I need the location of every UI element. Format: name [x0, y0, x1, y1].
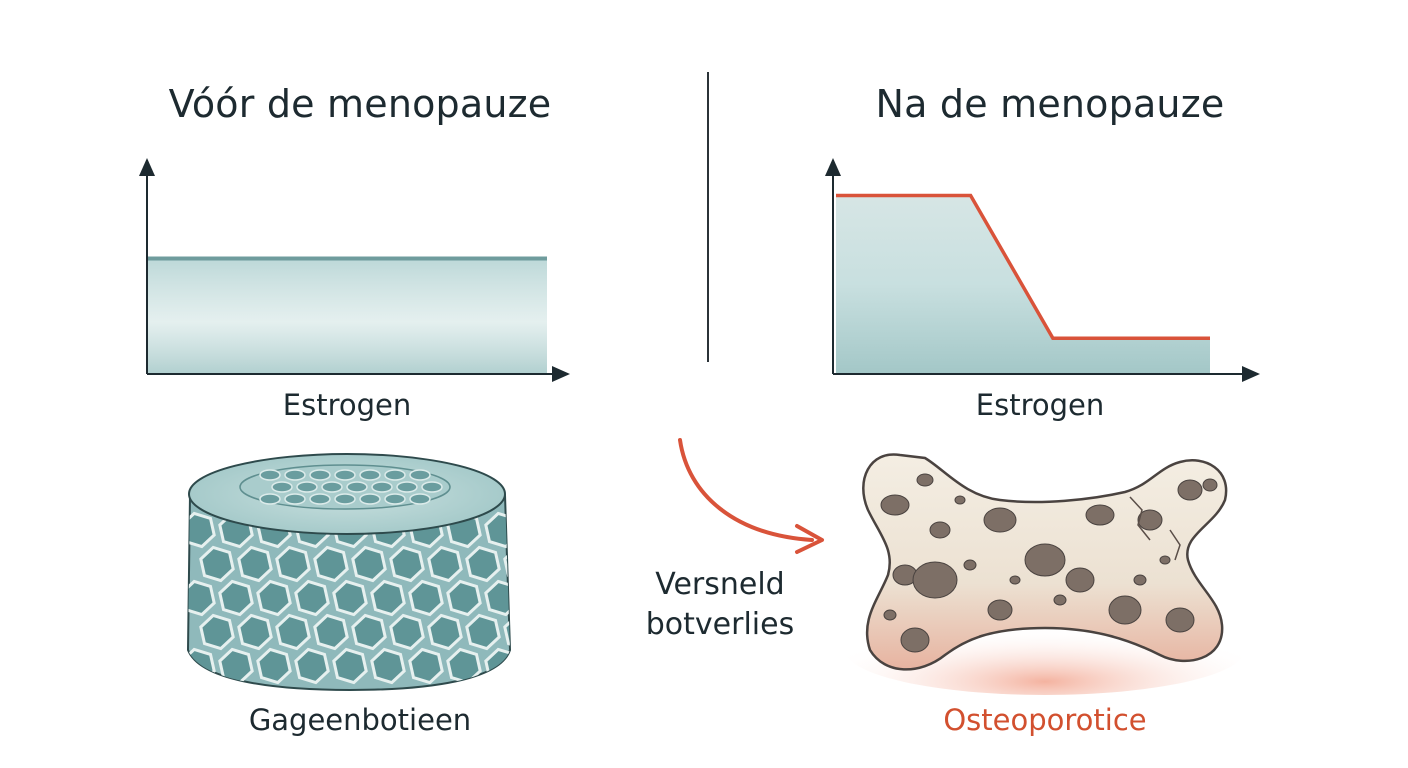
bone-cell: [427, 545, 463, 583]
bone-cell: [275, 545, 311, 583]
bone-cell: [408, 647, 444, 685]
trabecular-bone-block-icon: [186, 453, 512, 692]
bone-cell: [370, 647, 406, 685]
bone-cell: [446, 579, 482, 617]
bone-cell: [199, 545, 235, 583]
left-x-axis-label: Estrogen: [282, 388, 412, 422]
bone-cell: [188, 647, 216, 685]
healthy-bone-label: Gageenbotieen: [248, 703, 472, 737]
bone-top-cell: [346, 481, 368, 493]
bone-hole: [987, 599, 1013, 621]
right-panel-title: Na de menopauze: [875, 82, 1225, 126]
transition-label-line2: botverlies: [645, 607, 795, 642]
bone-cell: [503, 545, 510, 583]
bone-hole: [1165, 607, 1195, 633]
bone-hole: [916, 473, 934, 487]
bone-top-cell: [309, 493, 331, 505]
left-estrogen-chart: [139, 158, 570, 382]
bone-cell: [188, 511, 216, 549]
bone-cell: [256, 579, 292, 617]
bone-cell: [294, 579, 330, 617]
bone-cell: [484, 579, 510, 617]
bone-hole: [880, 494, 910, 516]
right-estrogen-area: [836, 195, 1210, 374]
bone-top-cell: [409, 469, 431, 481]
bone-hole: [1053, 594, 1067, 606]
bone-cell: [332, 579, 368, 617]
bone-hole: [1177, 479, 1203, 501]
bone-cell: [256, 647, 292, 685]
osteoporotic-bone-label: Osteoporotice: [943, 703, 1147, 737]
bone-hole: [954, 495, 966, 505]
right-estrogen-chart: [825, 158, 1260, 382]
panel-divider: [707, 72, 709, 362]
bone-cell: [427, 613, 463, 651]
bone-top-cell: [321, 481, 343, 493]
bone-cell: [294, 647, 330, 685]
bone-cell: [275, 613, 311, 651]
bone-cell: [332, 647, 368, 685]
bone-hole: [1159, 555, 1171, 565]
bone-cell: [503, 613, 510, 651]
bone-hole: [1133, 574, 1147, 586]
bone-top-cell: [259, 493, 281, 505]
left-estrogen-area: [147, 258, 547, 374]
bone-top-cell: [284, 493, 306, 505]
curved-arrow-icon: [678, 438, 824, 554]
bone-cell: [237, 545, 273, 583]
bone-cell: [218, 579, 254, 617]
bone-top-cell: [271, 481, 293, 493]
right-estrogen-line: [836, 193, 1210, 341]
bone-top-cell: [359, 469, 381, 481]
bone-top-cell: [384, 469, 406, 481]
bone-hole: [1009, 575, 1021, 585]
bone-cell: [351, 613, 387, 651]
bone-cell: [313, 613, 349, 651]
bone-hole: [912, 561, 958, 599]
transition-label: Versneld botverlies: [620, 565, 820, 645]
bone-cell: [389, 613, 425, 651]
bone-cell: [465, 545, 501, 583]
bone-hole: [1108, 595, 1142, 625]
porous-bone-icon: [845, 453, 1245, 695]
bone-top-cell: [396, 481, 418, 493]
bone-hole: [900, 627, 930, 653]
bone-cell: [188, 579, 216, 617]
bone-cell: [199, 613, 235, 651]
bone-hole: [1137, 509, 1163, 531]
bone-cell: [465, 613, 501, 651]
bone-top-cell: [334, 493, 356, 505]
bone-cell: [370, 579, 406, 617]
transition-label-line1: Versneld: [655, 567, 785, 602]
bone-top-cell: [259, 469, 281, 481]
bone-top-cell: [296, 481, 318, 493]
bone-hole: [1085, 504, 1115, 526]
bone-cell: [389, 545, 425, 583]
bone-cell: [408, 579, 444, 617]
bone-hole: [983, 507, 1017, 533]
bone-top-cell: [409, 493, 431, 505]
bone-cell: [351, 545, 387, 583]
bone-hole: [929, 521, 951, 539]
bone-top-cell: [284, 469, 306, 481]
bone-hole: [1024, 543, 1066, 577]
bone-top-cell: [359, 493, 381, 505]
right-x-axis-label: Estrogen: [975, 388, 1105, 422]
bone-top-cell: [309, 469, 331, 481]
bone-hole: [883, 609, 897, 621]
bone-top-cell: [384, 493, 406, 505]
bone-hole: [1202, 478, 1218, 492]
bone-top-cell: [334, 469, 356, 481]
bone-top-cell: [421, 481, 443, 493]
bone-hole: [963, 559, 977, 571]
bone-hole: [1065, 567, 1095, 593]
bone-cell: [484, 511, 510, 549]
bone-cell: [313, 545, 349, 583]
bone-cell: [237, 613, 273, 651]
left-panel-title: Vóór de menopauze: [168, 82, 552, 126]
bone-top-cell: [371, 481, 393, 493]
